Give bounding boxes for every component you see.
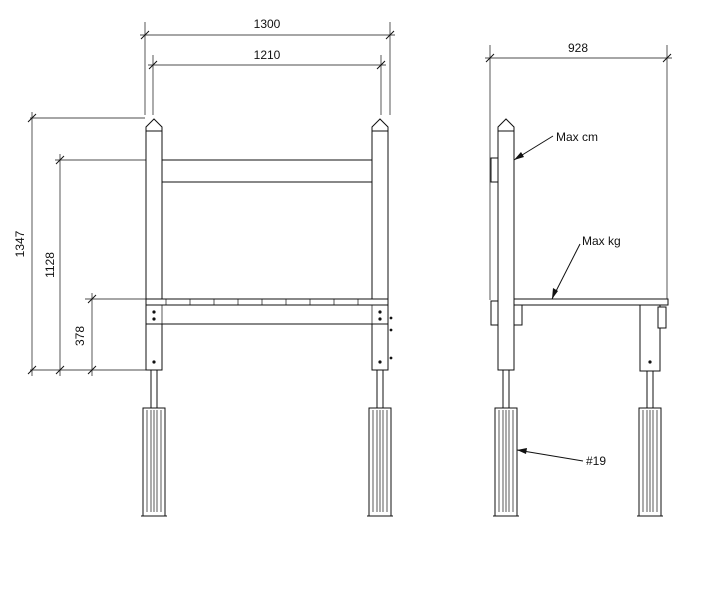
callout-label-max-kg: Max kg: [582, 234, 621, 248]
dimension-label-1128: 1128: [43, 252, 57, 278]
dimension-overall-height: 1347: [13, 112, 148, 376]
side-rear-anchor-stem: [646, 370, 654, 409]
right-ground-anchor: [367, 407, 393, 517]
side-rear-ground-anchor: [637, 407, 663, 517]
callout-label-part-19: #19: [586, 454, 606, 468]
dimension-label-1210: 1210: [254, 48, 281, 62]
side-deck-bracket: [490, 300, 499, 326]
deck-apron: [145, 304, 389, 325]
front-view: 1300 1210 1347 1128: [13, 17, 395, 517]
callout-max-cm: Max cm: [513, 130, 598, 161]
right-post: [371, 130, 389, 371]
side-post: [497, 130, 515, 371]
side-deck-board: [513, 298, 669, 306]
bolts: [152, 310, 393, 364]
dimension-depth: 928: [485, 41, 672, 300]
right-anchor-stem: [376, 369, 384, 409]
deck-boards: [145, 298, 389, 306]
side-front-ground-anchor: [493, 407, 519, 517]
dimension-label-1347: 1347: [13, 230, 27, 257]
dimension-label-1300: 1300: [254, 17, 281, 31]
left-ground-anchor: [141, 407, 167, 517]
dimension-inner-width: 1210: [148, 48, 386, 115]
callout-label-max-cm: Max cm: [556, 130, 598, 144]
rear-support-cap: [657, 306, 667, 329]
top-beam: [161, 159, 373, 183]
side-post-cap: [497, 118, 515, 132]
dimension-overall-width: 1300: [140, 17, 395, 115]
right-post-cap: [371, 118, 389, 132]
callout-part-19: #19: [516, 448, 606, 468]
side-front-anchor-stem: [502, 369, 510, 409]
left-post: [145, 130, 163, 371]
dimension-label-928: 928: [568, 41, 588, 55]
dimension-beam-height: 1128: [43, 154, 146, 376]
callout-max-kg: Max kg: [551, 234, 621, 300]
left-anchor-stem: [150, 369, 158, 409]
dimension-deck-height: 378: [73, 293, 146, 376]
side-deck-bracket-rear: [513, 304, 523, 326]
side-view: 928: [485, 41, 672, 517]
dimension-label-378: 378: [73, 326, 87, 346]
left-post-cap: [145, 118, 163, 132]
side-top-bracket: [490, 157, 499, 183]
